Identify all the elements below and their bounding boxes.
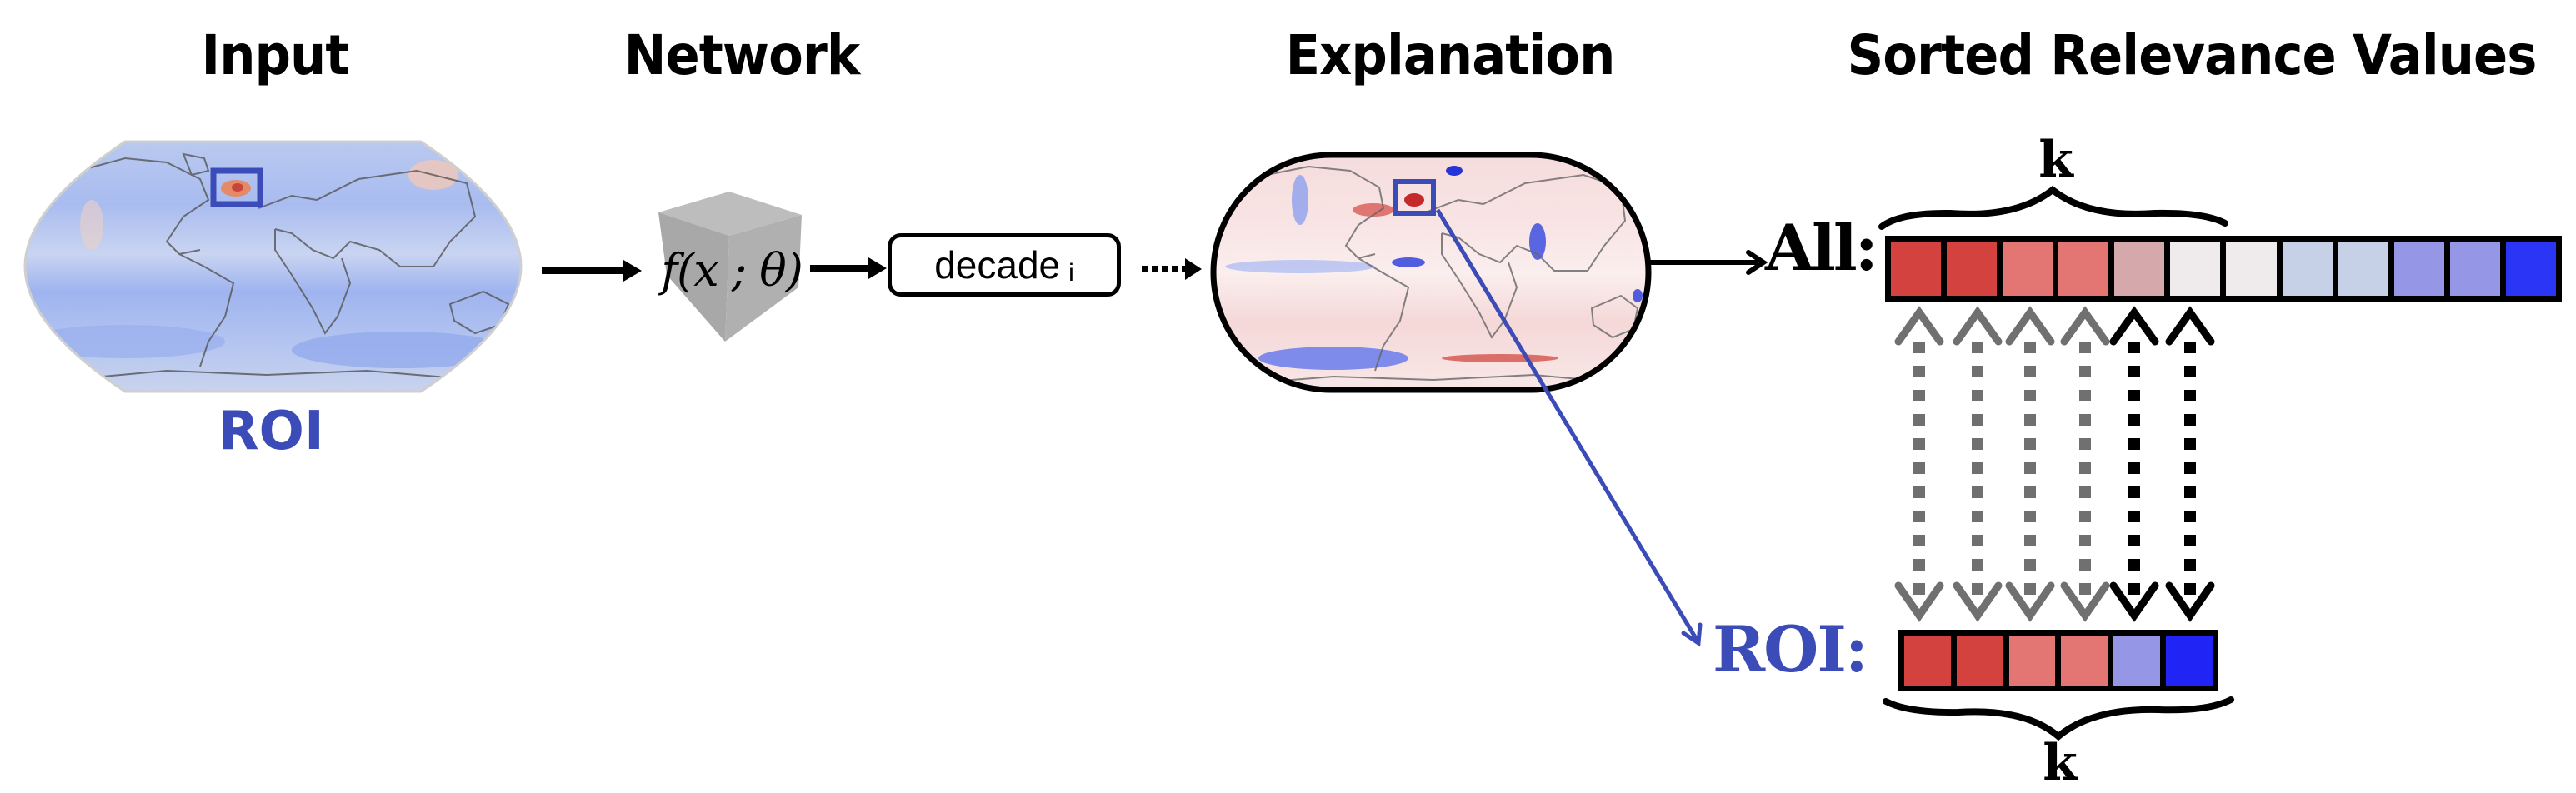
- arrow-roi-to-roi-values: [1435, 208, 1703, 647]
- all-cell: [1947, 242, 1998, 296]
- roi-cell: [2061, 636, 2108, 686]
- title-network: Network: [623, 23, 861, 87]
- decade-label: decade: [934, 243, 1061, 287]
- network-cube-icon: [658, 192, 802, 342]
- all-cell: [1891, 242, 1942, 296]
- all-cell: [2058, 242, 2109, 296]
- all-cell: [2338, 242, 2388, 296]
- match-arrow-3: [2005, 306, 2055, 622]
- arrow-explanation-to-all: [1650, 250, 1768, 275]
- k-bottom-label: k: [2043, 734, 2078, 792]
- brace-bottom-icon: [1883, 696, 2234, 741]
- all-cell: [2226, 242, 2277, 296]
- title-sorted-relevance: Sorted Relevance Values: [1847, 23, 2537, 87]
- all-cell: [2003, 242, 2053, 296]
- match-arrow-4: [2060, 306, 2110, 622]
- all-cell: [2505, 242, 2556, 296]
- roi-cell: [2008, 636, 2056, 686]
- input-roi-box: [210, 167, 263, 207]
- roi-relevance-bar: [1898, 630, 2218, 691]
- explanation-roi-box: [1393, 179, 1436, 216]
- roi-cell: [1956, 636, 2003, 686]
- input-roi-label: ROI: [218, 401, 324, 462]
- dotted-arrow-to-explanation: [1142, 258, 1202, 280]
- matching-arrows: [1894, 306, 2215, 622]
- all-cell: [2449, 242, 2500, 296]
- input-map: [23, 140, 523, 393]
- all-cell: [2170, 242, 2221, 296]
- all-cell: [2282, 242, 2333, 296]
- decade-subscript: i: [1068, 259, 1074, 287]
- all-cell: [2114, 242, 2165, 296]
- roi-cell: [2166, 636, 2213, 686]
- all-relevance-bar: [1885, 236, 2562, 302]
- arrow-input-to-network: [542, 260, 642, 282]
- match-arrow-5: [2109, 306, 2159, 622]
- k-top-label: k: [2038, 131, 2073, 189]
- network-function-label: f(x ; θ): [661, 244, 803, 297]
- roi-values-label: ROI:: [1713, 612, 1868, 686]
- roi-cell: [2113, 636, 2161, 686]
- title-explanation: Explanation: [1285, 23, 1616, 87]
- explanation-map: [1210, 152, 1652, 393]
- match-arrow-2: [1953, 306, 2003, 622]
- arrow-network-to-decade: [810, 257, 887, 279]
- brace-top-icon: [1878, 185, 2228, 230]
- match-arrow-6: [2165, 306, 2215, 622]
- all-label: All:: [1765, 211, 1878, 285]
- roi-cell: [1904, 636, 1951, 686]
- match-arrow-1: [1894, 306, 1944, 622]
- all-cell: [2393, 242, 2444, 296]
- title-input: Input: [201, 23, 350, 87]
